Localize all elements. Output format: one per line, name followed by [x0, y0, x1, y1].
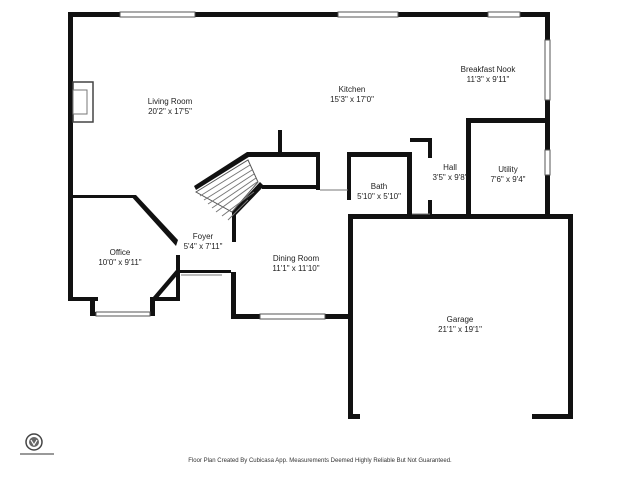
hall-dims: 3'5" x 9'8" — [433, 173, 468, 182]
staircase — [195, 159, 259, 221]
footer-disclaimer: Floor Plan Created By Cubicasa App. Meas… — [188, 458, 452, 464]
office-name: Office — [110, 248, 131, 257]
company-logo-icon — [18, 432, 58, 458]
room-labels: Living Room 20'2" x 17'5" Kitchen 15'3" … — [98, 65, 525, 334]
hall-name: Hall — [443, 163, 457, 172]
foyer-dims: 5'4" x 7'11" — [184, 242, 223, 251]
walls — [68, 12, 573, 419]
office-dims: 10'0" x 9'11" — [98, 258, 141, 267]
dining-room-name: Dining Room — [273, 254, 320, 263]
door-markers — [181, 189, 430, 276]
kitchen-name: Kitchen — [339, 85, 366, 94]
windows — [95, 11, 551, 320]
living-room-dims: 20'2" x 17'5" — [148, 107, 192, 116]
kitchen-dims: 15'3" x 17'0" — [330, 95, 374, 104]
breakfast-nook-dims: 11'3" x 9'11" — [467, 75, 510, 84]
living-room-name: Living Room — [148, 97, 193, 106]
utility-name: Utility — [498, 165, 518, 174]
foyer-name: Foyer — [193, 232, 214, 241]
garage-dims: 21'1" x 19'1" — [438, 325, 482, 334]
breakfast-nook-name: Breakfast Nook — [461, 65, 517, 74]
garage-name: Garage — [447, 315, 474, 324]
dining-room-dims: 11'1" x 11'10" — [272, 264, 319, 273]
utility-dims: 7'6" x 9'4" — [491, 175, 526, 184]
bath-name: Bath — [371, 182, 387, 191]
bath-dims: 5'10" x 5'10" — [357, 192, 401, 201]
